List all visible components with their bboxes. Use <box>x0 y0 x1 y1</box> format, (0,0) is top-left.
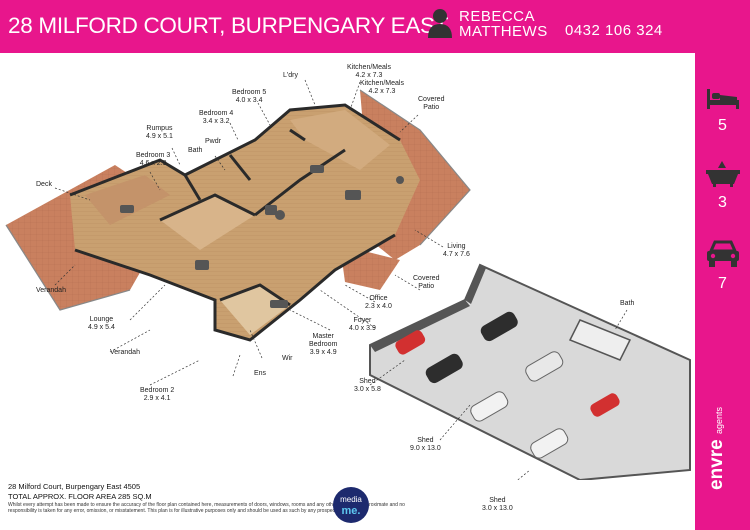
brand-tagline: agents <box>714 406 724 435</box>
property-address-title: 28 MILFORD COURT, BURPENGARY EAST <box>8 13 449 38</box>
bedroom3-size: 4.6 x 2.9 <box>139 160 167 167</box>
shed-label-3: Shed 3.0 x 13.0 <box>482 497 513 513</box>
brand-logo: envre agents <box>706 407 728 490</box>
bedroom4-label: Bedroom 4 3.4 x 3.2 <box>199 110 233 126</box>
bedroom4-name: Bedroom 4 <box>199 110 234 117</box>
pwdr-label: Pwdr <box>205 138 221 145</box>
side-stats-panel <box>695 53 750 530</box>
media-me-logo-line1: media <box>340 495 362 504</box>
shed-label-2: Shed 9.0 x 13.0 <box>410 437 441 453</box>
leader-lines <box>54 79 628 480</box>
bedroom2-name: Bedroom 2 <box>140 387 175 394</box>
car-space-count: 7 <box>718 275 727 292</box>
living-label: Living 4.7 x 7.6 <box>443 243 470 259</box>
shed2-size: 9.0 x 13.0 <box>410 445 441 452</box>
master-line1: Master <box>312 333 334 340</box>
verandah-label-2: Verandah <box>110 349 140 356</box>
shed-label-1: Shed 3.0 x 5.8 <box>354 378 381 394</box>
shed3-name: Shed <box>489 497 506 504</box>
kitchen-label-2: Kitchen/Meals 4.2 x 7.3 <box>360 80 404 96</box>
lounge-label: Lounge 4.9 x 5.4 <box>88 316 115 332</box>
rumpus-name: Rumpus <box>146 125 173 132</box>
agent-phone: 0432 106 324 <box>565 22 663 39</box>
wir-label: Wir <box>282 355 293 362</box>
kitchen-floor <box>290 110 390 170</box>
shed-walls <box>370 265 486 352</box>
bed-icon <box>707 89 739 109</box>
bedroom4-size: 3.4 x 3.2 <box>202 118 230 125</box>
bath-label-2: Bath <box>620 300 635 307</box>
kitchen-2-name: Kitchen/Meals <box>360 80 404 87</box>
master-floor <box>220 285 290 335</box>
bathroom-count: 3 <box>718 194 727 211</box>
bath-label-1: Bath <box>188 147 203 154</box>
bedroom3-name: Bedroom 3 <box>136 152 171 159</box>
agent-name: REBECCA MATTHEWS <box>459 9 548 39</box>
deck-label: Deck <box>36 181 52 188</box>
living-name: Living <box>447 243 466 250</box>
house-walls <box>69 103 401 342</box>
shed1-size: 3.0 x 5.8 <box>354 386 381 393</box>
ens-label: Ens <box>254 370 267 377</box>
lounge-name: Lounge <box>89 316 114 323</box>
master-size: 3.9 x 4.9 <box>309 349 337 356</box>
shed3-size: 3.0 x 13.0 <box>482 505 513 512</box>
lounge-size: 4.9 x 5.4 <box>88 324 115 331</box>
kitchen-1-size: 4.2 x 7.3 <box>355 72 383 79</box>
kitchen-1-name: Kitchen/Meals <box>347 64 391 71</box>
covered-patio-2-line1: Covered <box>413 275 440 282</box>
house-floor <box>70 105 420 340</box>
media-me-logo: media me. <box>333 487 369 523</box>
shed2-name: Shed <box>417 437 434 444</box>
foyer-name: Foyer <box>353 317 372 324</box>
header-bar <box>0 0 750 53</box>
ldry-label: L'dry <box>283 72 298 79</box>
footer-disclaimer: Whilst every attempt has been made to en… <box>8 502 405 514</box>
bedroom2-size: 2.9 x 4.1 <box>143 395 171 402</box>
office-size: 2.3 x 4.0 <box>365 303 392 310</box>
balustrade <box>5 89 471 311</box>
kitchen-label-1: Kitchen/Meals 4.2 x 7.3 <box>347 64 391 80</box>
bedroom2-label: Bedroom 2 2.9 x 4.1 <box>140 387 174 403</box>
kitchen-2-size: 4.2 x 7.3 <box>368 88 396 95</box>
covered-patio-label-1: Covered Patio <box>418 96 444 112</box>
living-size: 4.7 x 7.6 <box>443 251 470 258</box>
cars <box>395 311 620 459</box>
footer-floor-area: TOTAL APPROX. FLOOR AREA 285 SQ.M <box>8 492 152 501</box>
rumpus-floor <box>85 175 170 225</box>
bedroom3-label: Bedroom 3 4.6 x 2.9 <box>136 152 170 168</box>
shed1-name: Shed <box>359 378 376 385</box>
verandah-label-1: Verandah <box>36 287 66 294</box>
furniture <box>120 165 404 308</box>
floor-plan-3d <box>5 79 691 480</box>
agent-last-name: MATTHEWS <box>459 23 548 40</box>
media-me-logo-line2: me. <box>342 505 361 517</box>
bedroom5-label: Bedroom 5 4.0 x 3.4 <box>232 89 266 105</box>
covered-patio-2-line2: Patio <box>418 283 435 290</box>
lounge-floor <box>160 195 255 250</box>
rumpus-label: Rumpus 4.9 x 5.1 <box>146 125 173 141</box>
foyer-size: 4.0 x 3.9 <box>349 325 376 332</box>
shed-bath-floor <box>568 319 632 361</box>
covered-patio-label-2: Covered Patio <box>413 275 439 291</box>
bedroom5-size: 4.0 x 3.4 <box>235 97 263 104</box>
person-icon <box>428 9 452 38</box>
brand-name: envre <box>706 439 727 490</box>
covered-patio-1-line2: Patio <box>423 104 440 111</box>
car-icon <box>707 240 739 267</box>
master-bedroom-label: Master Bedroom 3.9 x 4.9 <box>309 333 337 357</box>
bedroom-count: 5 <box>718 117 727 134</box>
covered-patio-1-line1: Covered <box>418 96 445 103</box>
office-name: Office <box>369 295 388 302</box>
rumpus-size: 4.9 x 5.1 <box>146 133 173 140</box>
bath-icon <box>706 161 740 187</box>
footer-address: 28 Milford Court, Burpengary East 4505 <box>8 482 141 491</box>
master-line2: Bedroom <box>309 341 338 348</box>
foyer-label: Foyer 4.0 x 3.9 <box>349 317 376 333</box>
bedroom5-name: Bedroom 5 <box>232 89 267 96</box>
office-label: Office 2.3 x 4.0 <box>365 295 392 311</box>
agent-first-name: REBECCA <box>459 8 536 25</box>
